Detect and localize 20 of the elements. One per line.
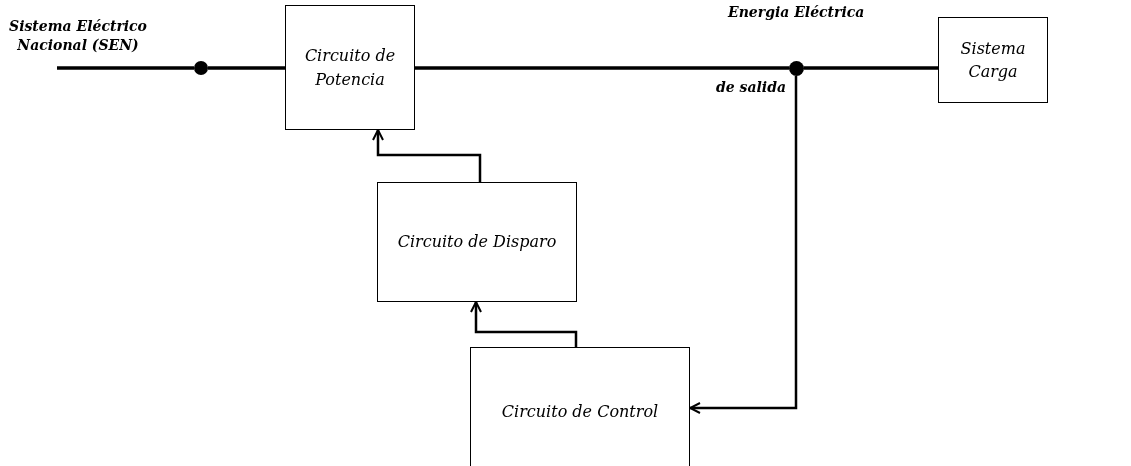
box-label: Circuito de Control bbox=[500, 401, 660, 424]
connector-line bbox=[415, 66, 789, 70]
signal-label: Energia Eléctrica bbox=[728, 4, 865, 20]
box-label: Circuito de Disparo bbox=[396, 231, 558, 254]
node-label: Sistema Eléctrico Nacional (SEN) bbox=[3, 3, 153, 68]
process-box bbox=[285, 5, 415, 130]
box-label: Sistema Carga bbox=[959, 37, 1027, 83]
junction-dot bbox=[194, 61, 208, 75]
process-box bbox=[377, 182, 577, 302]
arrow bbox=[689, 76, 798, 414]
connector-line bbox=[804, 66, 938, 70]
process-box bbox=[470, 347, 690, 466]
signal-label: de salida bbox=[716, 79, 787, 95]
connector-line bbox=[208, 66, 285, 70]
box-label: Circuito de Potencia bbox=[303, 45, 397, 91]
connector-line bbox=[57, 66, 194, 70]
junction-dot bbox=[789, 61, 804, 76]
arrow bbox=[372, 129, 482, 182]
process-box bbox=[938, 17, 1048, 103]
arrow bbox=[470, 301, 578, 347]
